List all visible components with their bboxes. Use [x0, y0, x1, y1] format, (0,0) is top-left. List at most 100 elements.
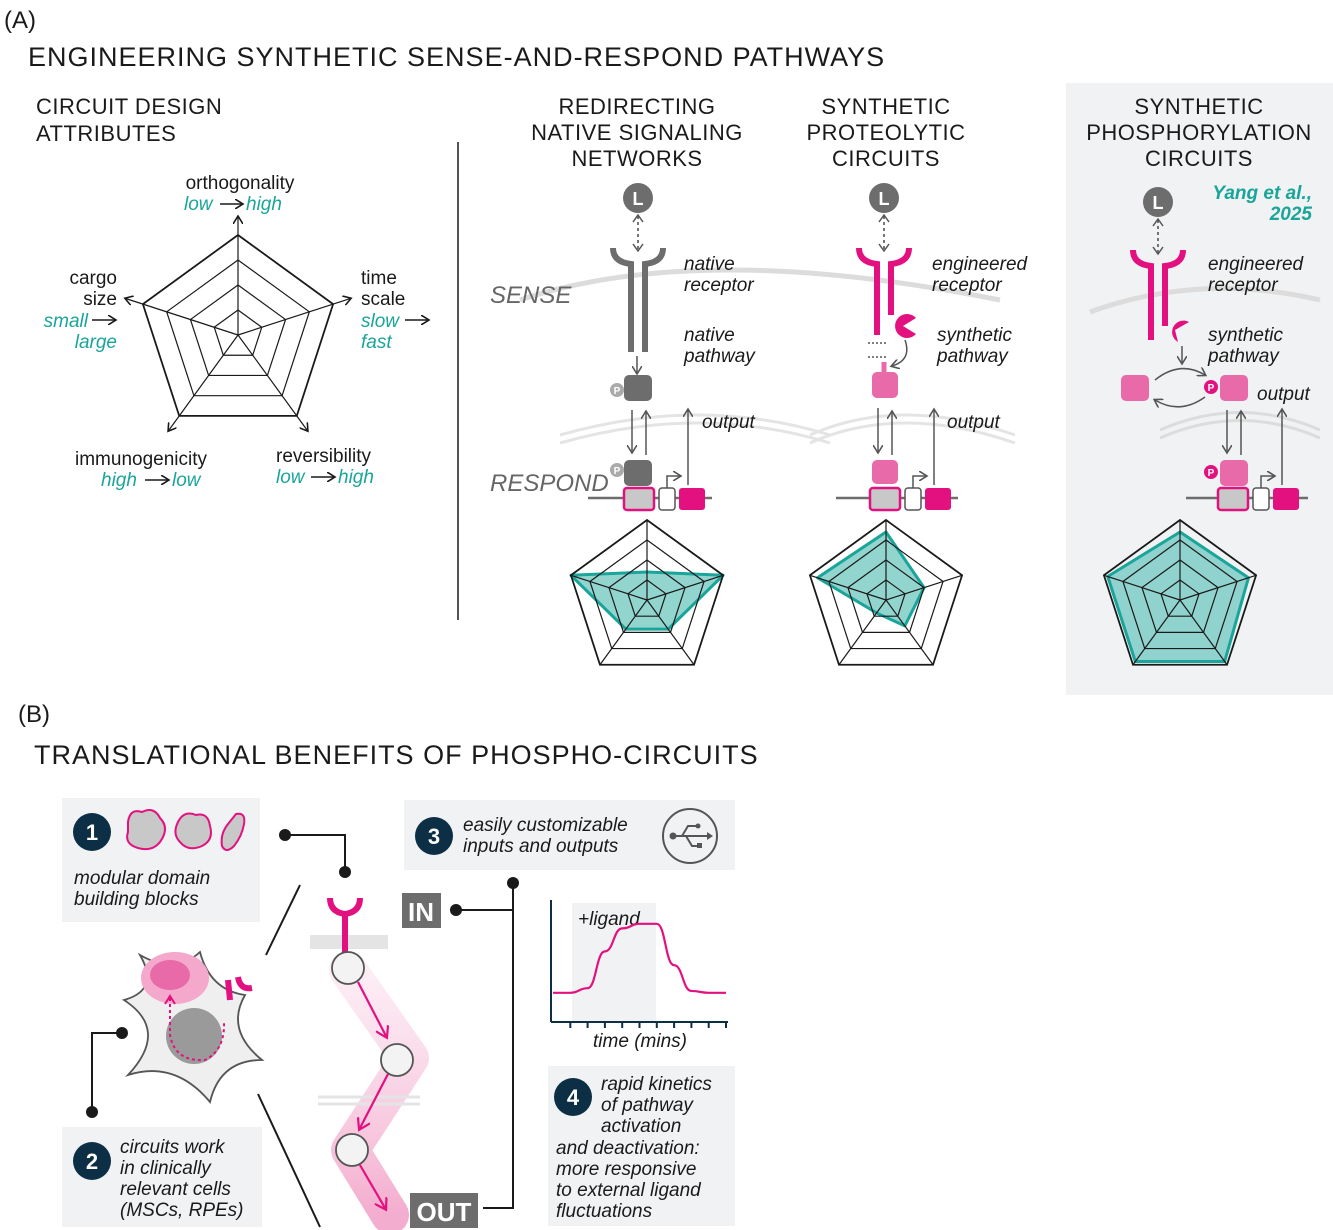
protein-domain-icon-3 [220, 812, 246, 851]
connector-dots [86, 829, 519, 1118]
radar-axis-1 [646, 574, 724, 601]
radar-grid-ring-2 [1141, 559, 1219, 633]
orthogonality-scale: low high [184, 194, 282, 215]
col2-pathway-line2: pathway [936, 346, 1009, 367]
radar-axis-4 [1103, 574, 1181, 601]
col1-title-line1: REDIRECTING [558, 94, 715, 119]
citation-line2: 2025 [1269, 204, 1313, 225]
sense-label: SENSE [490, 282, 572, 309]
plot-xlabel: time (mins) [593, 1031, 687, 1052]
nuclear-membrane-2a [809, 413, 1016, 437]
benefit-3-badge [415, 817, 453, 855]
cascade-node-2 [380, 1043, 414, 1077]
benefit-1-badge [73, 813, 111, 851]
axis-label-orthogonality: orthogonality [186, 173, 295, 194]
cascade-node-3 [335, 1133, 369, 1167]
nuclear-membrane-2b [809, 421, 1016, 445]
col2-title-line3: CIRCUITS [832, 146, 940, 171]
radar-axis-3 [1132, 599, 1181, 666]
orthogonality-high: high [246, 194, 282, 215]
radar-axis-4 [126, 299, 239, 336]
respond-label: RESPOND [490, 470, 609, 497]
benefit-4-line1: rapid kinetics [601, 1074, 712, 1095]
col3-receptor-line2: receptor [1208, 275, 1278, 296]
radar-axis-4 [570, 574, 648, 601]
nuclear-kinase-block [624, 460, 652, 486]
kinase-block [624, 375, 652, 401]
radar-axis-2 [1179, 599, 1228, 666]
benefit-4-line4: and deactivation: [556, 1138, 700, 1159]
radar-grid-ring-3 [589, 539, 705, 650]
col3-phospho-circuit: L P P engineered receptor synthetic path… [1121, 187, 1311, 512]
phospho-tag: P [1208, 383, 1215, 394]
ligand-letter: L [879, 189, 890, 209]
out-badge [410, 1193, 478, 1228]
benefit-3-number: 3 [428, 824, 440, 849]
benefit-3-line1: easily customizable [463, 815, 628, 836]
radar-chart-phospho [1102, 518, 1258, 666]
radar-grid-ring-2 [189, 284, 287, 377]
protein-domain-icon-1 [126, 809, 166, 851]
benefit-4-number: 4 [567, 1085, 580, 1110]
radar-grid-ring-4 [569, 518, 725, 666]
benefit-3-line2: inputs and outputs [463, 836, 619, 857]
orthogonality-low: low [184, 194, 214, 215]
attributes-title-line1: CIRCUIT DESIGN [36, 94, 222, 119]
axis-label-time: time [361, 268, 397, 289]
radar-axis-1 [885, 574, 963, 601]
col2-title-line1: SYNTHETIC [821, 94, 950, 119]
cell-membrane-a [519, 267, 1001, 303]
citation-line1: Yang et al., [1212, 183, 1312, 204]
col3-output: output [1257, 384, 1311, 405]
pathway-cascade [310, 897, 429, 1230]
phospho-tag-2: P [1208, 468, 1215, 479]
ligand-icon [1143, 187, 1173, 217]
engineered-receptor-icon [856, 247, 912, 335]
benefit-4-line5: more responsive [556, 1159, 696, 1180]
panel-b-title: TRANSLATIONAL BENEFITS OF PHOSPHO-CIRCUI… [34, 740, 759, 770]
radar-axis-1 [237, 299, 350, 336]
benefit-2-number: 2 [86, 1149, 98, 1174]
benefit-2-line2: in clinically [120, 1158, 212, 1179]
axis-label-immunogenicity: immunogenicity [75, 449, 207, 470]
col2-output: output [947, 412, 1001, 433]
axis-label-reversibility: reversibility [276, 446, 372, 467]
cell-membrane-a3 [1089, 286, 1321, 315]
radar-grid-ring-3 [828, 539, 944, 650]
ligand-letter: L [633, 189, 644, 209]
benefit-4-line3: activation [601, 1116, 681, 1137]
col2-receptor-line2: receptor [932, 275, 1002, 296]
immunogenicity-low: low [172, 470, 202, 491]
col3-pathway-line1: synthetic [1208, 325, 1283, 346]
radar-grid-ring-4 [808, 518, 964, 666]
col1-receptor-line1: native [684, 254, 735, 275]
out-label: OUT [417, 1197, 472, 1227]
col2-title-line2: PROTEOLYTIC [806, 120, 965, 145]
col1-native-pathway: L P P native receptor native pathway out… [588, 183, 756, 512]
col2-pathway-line1: synthetic [937, 325, 1012, 346]
benefit-4-line2: of pathway [601, 1095, 694, 1116]
phospho-tag: P [614, 386, 621, 397]
axis-label-cargo: cargo [69, 268, 117, 289]
col1-output: output [702, 412, 756, 433]
col1-title-line2: NATIVE SIGNALING [531, 120, 743, 145]
radar-series-0 [816, 530, 926, 628]
benefit-2-line4: (MSCs, RPEs) [120, 1200, 244, 1221]
ligand-icon [869, 183, 899, 213]
radar-grid-ring-1 [627, 579, 667, 617]
radar-chart-proteolytic [808, 518, 964, 666]
time-scale-slow: slow [361, 311, 400, 332]
radar-grid-ring-1 [866, 579, 906, 617]
radar-axis-3 [599, 599, 648, 666]
usb-icon [662, 808, 718, 864]
x-ticks [569, 1022, 727, 1028]
radar-grid-ring-4 [1102, 518, 1258, 666]
nuclear-membrane-3b [1159, 419, 1321, 440]
radar-grid-ring-3 [1122, 539, 1238, 650]
cargo-size-small: small [44, 311, 89, 332]
ligand-window [572, 903, 656, 1021]
radar-axis-2 [646, 599, 695, 666]
benefit-2-line1: circuits work [120, 1137, 226, 1158]
radar-grid-ring-1 [213, 309, 263, 356]
